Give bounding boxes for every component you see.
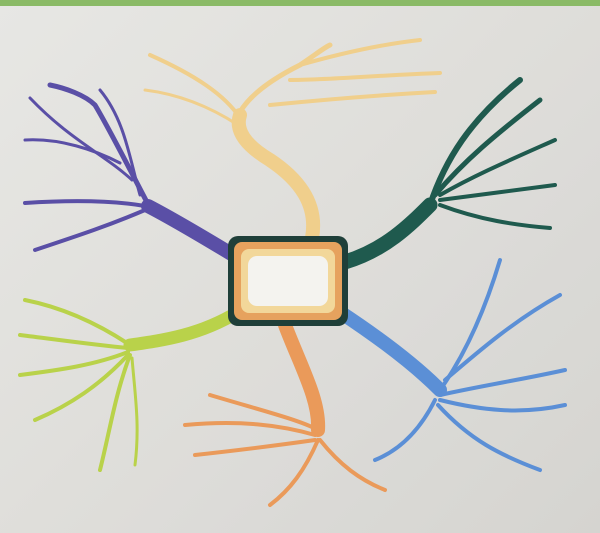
branch-yellow-sub-5 xyxy=(288,71,442,82)
branch-lime-trunk xyxy=(123,305,245,352)
branch-yellow-sub-4 xyxy=(298,38,422,67)
branch-lime-sub-6 xyxy=(130,356,139,467)
central-node xyxy=(228,236,348,326)
branch-orange-sub-3 xyxy=(193,438,317,457)
branch-orange-sub-5 xyxy=(318,438,387,492)
branch-lime-sub-2 xyxy=(18,333,130,350)
branch-lime-sub-4 xyxy=(33,353,130,422)
branch-purple-sub-4 xyxy=(23,199,147,208)
branch-blue-sub-2 xyxy=(443,293,562,382)
branch-yellow xyxy=(143,38,442,245)
branch-orange-trunk xyxy=(278,318,326,437)
branch-teal-trunk xyxy=(337,197,438,270)
branch-blue-sub-6 xyxy=(373,398,437,462)
central-node-center xyxy=(248,256,328,306)
branch-orange-sub-4 xyxy=(268,438,320,507)
branch-lime-sub-1 xyxy=(23,298,132,347)
branch-purple-sub-2 xyxy=(28,96,134,182)
branch-purple-sub-3 xyxy=(23,138,122,165)
branch-blue-trunk xyxy=(333,305,447,397)
branch-purple xyxy=(23,82,245,265)
branch-orange-sub-2 xyxy=(183,421,317,437)
branch-yellow-trunk xyxy=(231,108,321,245)
branch-orange xyxy=(183,318,387,507)
branch-blue-sub-3 xyxy=(438,368,567,397)
branch-lime-sub-5 xyxy=(98,353,132,472)
branch-teal-sub-4 xyxy=(438,183,557,202)
branch-teal-sub-3 xyxy=(438,138,557,197)
branch-teal xyxy=(337,77,557,270)
branch-lime-sub-3 xyxy=(18,350,130,377)
branch-blue-sub-4 xyxy=(438,398,567,413)
branch-purple-sub-5 xyxy=(33,208,147,252)
branch-teal-sub-1 xyxy=(427,77,523,208)
branch-yellow-sub-2 xyxy=(143,88,240,127)
branch-teal-sub-2 xyxy=(432,97,543,198)
branch-blue xyxy=(333,258,567,472)
branch-purple-sub-6 xyxy=(98,88,142,197)
branch-lime xyxy=(18,298,245,472)
branch-purple-trunk xyxy=(141,199,245,265)
branch-blue-sub-5 xyxy=(436,403,542,472)
branch-yellow-sub-6 xyxy=(268,90,437,107)
top-edge-accent xyxy=(0,0,600,6)
branch-teal-sub-5 xyxy=(438,203,552,230)
branch-orange-sub-1 xyxy=(208,393,320,432)
branch-yellow-sub-1 xyxy=(148,53,242,120)
